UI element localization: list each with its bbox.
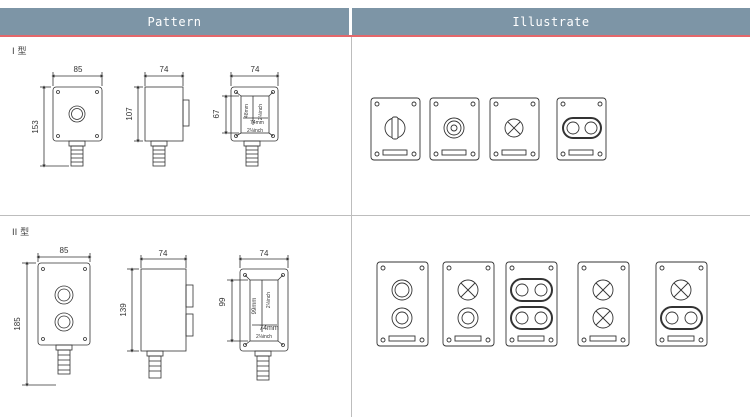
lamp-double-button-box-icon (655, 261, 708, 347)
type2-back-label-c: 2⅛inch (256, 334, 272, 340)
type1-back-view (222, 72, 280, 167)
type1-back-height: 67 (212, 109, 221, 118)
type2-back-label-d: 74mm (259, 325, 279, 332)
type2-illustrations (376, 261, 708, 347)
table-header: Pattern Illustrate (0, 8, 750, 35)
button-estop-box-icon (376, 261, 429, 347)
type1-back-label-a: 48mm (244, 104, 250, 118)
type2-back-label-b: 2⅛inch (266, 292, 272, 308)
type1-back-label-d: 74mm (250, 120, 264, 126)
indicator-lamp-box-icon (489, 97, 540, 161)
type2-front-view (22, 253, 92, 387)
type2-front-width: 85 (60, 246, 69, 255)
type1-front-width: 85 (74, 65, 83, 74)
selector-switch-box-icon (370, 97, 421, 161)
type2-front-height: 185 (13, 317, 22, 331)
double-lamp-box-icon (577, 261, 630, 347)
type1-illustrations (370, 97, 607, 161)
type2-back-height: 99 (218, 297, 227, 306)
type2-label: II 型 (12, 228, 30, 238)
type2-back-width: 74 (260, 249, 269, 258)
type1-side-height: 107 (125, 107, 134, 121)
type1-back-label-c: 2⅛inch (247, 128, 263, 134)
type2-back-view (227, 255, 290, 381)
pattern-header: Pattern (0, 8, 349, 35)
type2-side-height: 139 (119, 303, 128, 317)
type1-front-view (40, 72, 104, 168)
type2-back-label-a: 99mm (252, 298, 258, 315)
double-button-box-icon (556, 97, 607, 161)
type1-back-label-b: 2⅛inch (258, 104, 264, 120)
type1-label: I 型 (12, 47, 27, 57)
type1-side-width: 74 (160, 65, 169, 74)
header-underline (0, 35, 750, 37)
quad-button-box-icon (505, 261, 558, 347)
type1-side-view (134, 72, 190, 167)
type2-side-width: 74 (159, 249, 168, 258)
illustrate-header: Illustrate (352, 8, 750, 35)
row-divider (0, 215, 750, 216)
type1-front-height: 153 (31, 120, 40, 134)
lamp-button-box-icon (442, 261, 495, 347)
type2-side-view (127, 255, 194, 379)
emergency-stop-box-icon (429, 97, 480, 161)
column-divider (351, 37, 352, 417)
type1-back-width: 74 (251, 65, 260, 74)
